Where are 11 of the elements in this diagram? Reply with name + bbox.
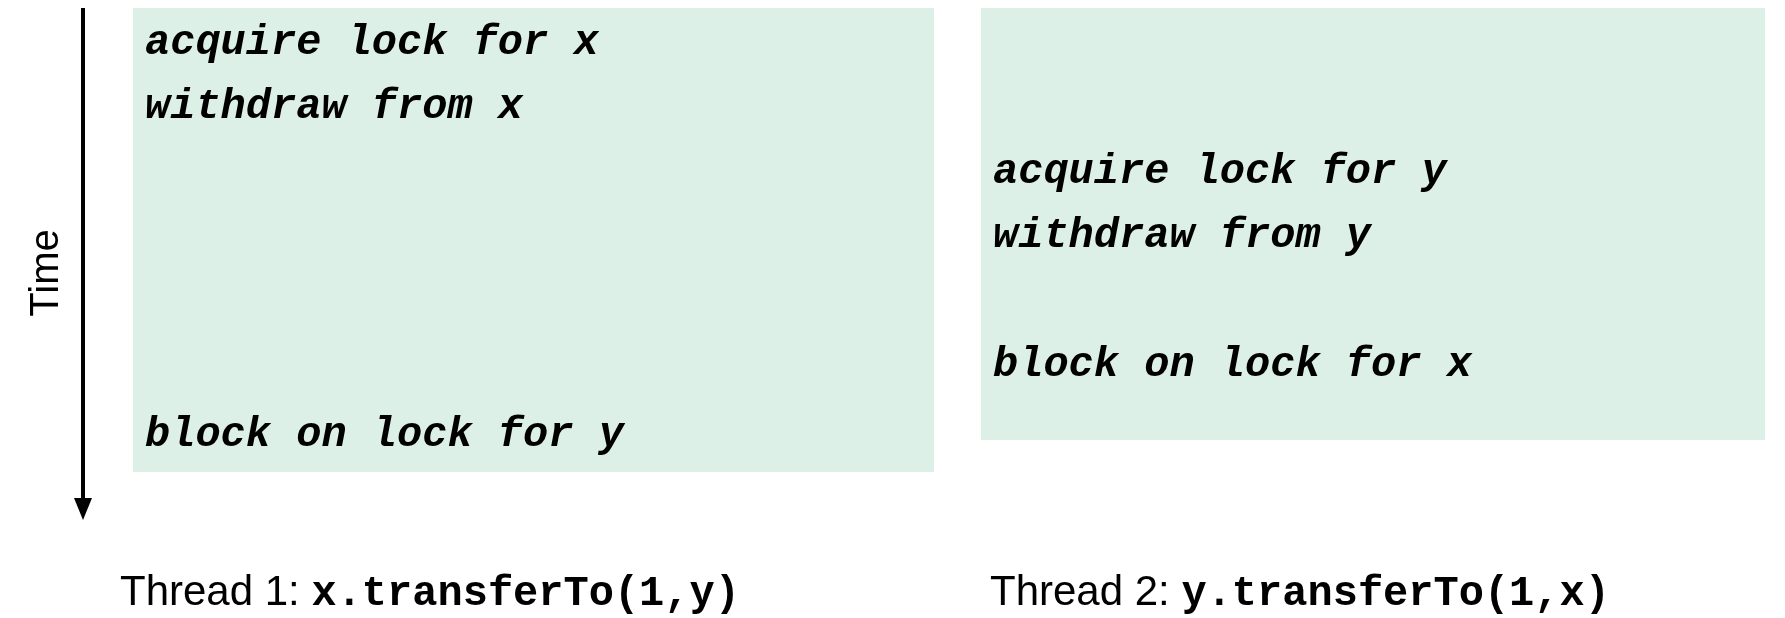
code-line: withdraw from y xyxy=(993,212,1372,260)
axis-label: Time xyxy=(20,229,67,317)
thread-caption: Thread 1: x.transferTo(1,y) xyxy=(120,566,740,618)
code-line: block on lock for y xyxy=(145,411,624,459)
thread-panel xyxy=(981,8,1765,440)
thread-caption: Thread 2: y.transferTo(1,x) xyxy=(990,566,1610,618)
thread-panel xyxy=(133,8,934,472)
code-line: acquire lock for y xyxy=(993,148,1447,196)
code-line: block on lock for x xyxy=(993,341,1472,389)
code-line: acquire lock for x xyxy=(145,19,599,67)
code-line: withdraw from x xyxy=(145,83,524,131)
